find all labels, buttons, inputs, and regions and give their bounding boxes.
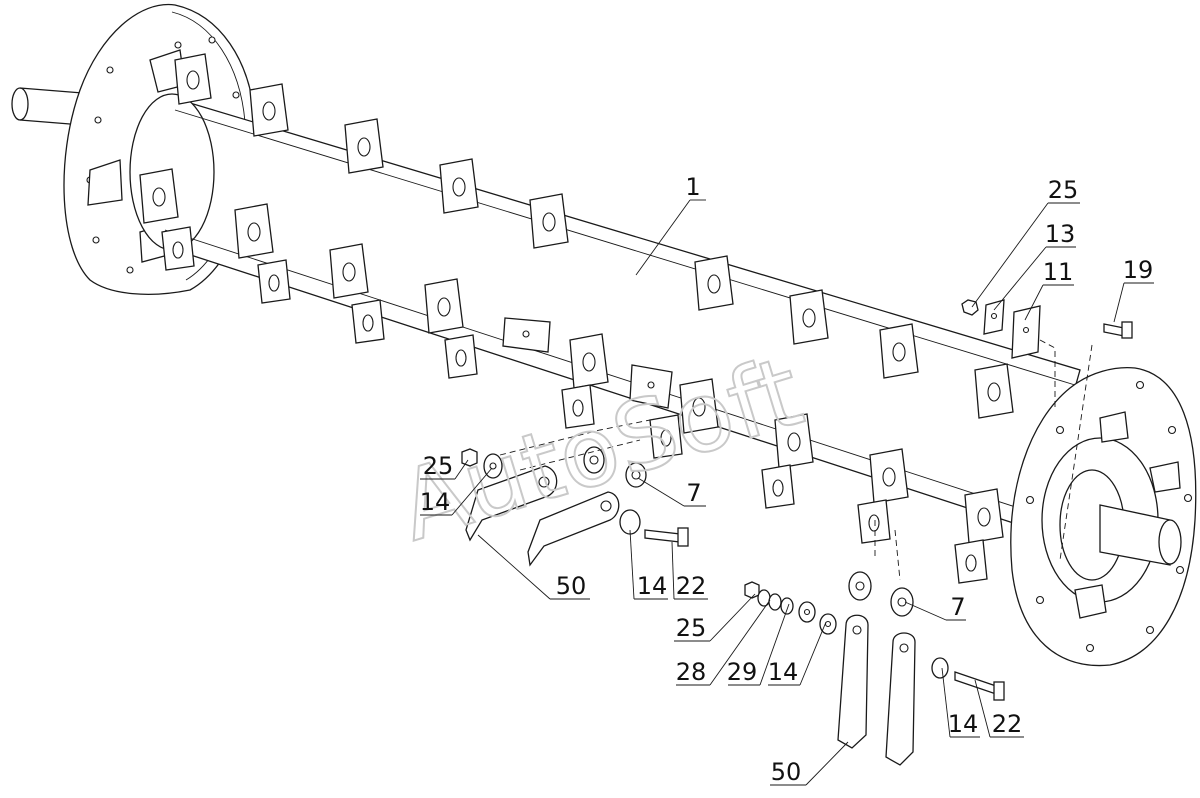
callout-label: 7 <box>686 479 701 507</box>
callout-label: 14 <box>420 488 451 516</box>
callout-label: 14 <box>948 710 979 738</box>
callout-label: 11 <box>1043 258 1074 286</box>
callout-c-50a: 50 <box>477 534 590 600</box>
callout-leader <box>629 529 635 600</box>
callout-c-11: 11 <box>1024 258 1074 321</box>
callout-leader <box>974 679 991 738</box>
callout-c-14d: 14 <box>941 667 980 738</box>
callout-c-25a: 25 <box>971 176 1080 308</box>
callout-label: 25 <box>676 614 707 642</box>
left-shaft <box>11 87 96 127</box>
callout-leader <box>671 541 675 600</box>
callout-label: 29 <box>727 658 758 686</box>
callout-label: 1 <box>685 173 700 201</box>
callout-leader <box>637 477 685 507</box>
callout-c-25c: 25 <box>674 593 756 642</box>
callout-c-14c: 14 <box>768 621 827 686</box>
callout-c-28: 28 <box>676 599 771 686</box>
callout-c-7b: 7 <box>904 593 966 621</box>
callout-leader <box>941 667 951 738</box>
callout-label: 22 <box>676 572 707 600</box>
callout-leader <box>1024 284 1044 321</box>
callout-c-14b: 14 <box>629 529 668 600</box>
lug-row-lower <box>161 226 988 584</box>
callout-label: 28 <box>676 658 707 686</box>
callout-c-25b: 25 <box>420 452 469 480</box>
right-shaft <box>1099 504 1182 566</box>
callout-leader <box>805 741 849 786</box>
callout-c-22b: 22 <box>974 679 1024 738</box>
callout-c-50b: 50 <box>770 741 849 786</box>
top-right-hardware <box>961 299 1133 561</box>
callout-c-19: 19 <box>1113 256 1154 323</box>
callouts: 1 25 13 11 19 25 14 7 50 14 22 25 7 28 29 14 14 22 50 <box>420 173 1154 786</box>
callout-label: 14 <box>768 658 799 686</box>
callout-leader <box>904 601 947 621</box>
lug-row-middle <box>139 168 1004 544</box>
drum-plates <box>502 317 673 409</box>
callout-c-22a: 22 <box>671 541 708 600</box>
callout-leader <box>709 599 771 686</box>
callout-leader <box>477 534 551 600</box>
callout-label: 25 <box>423 452 454 480</box>
callout-label: 7 <box>950 593 965 621</box>
callout-label: 25 <box>1048 176 1079 204</box>
callout-leader <box>993 246 1047 311</box>
callout-c-7a: 7 <box>637 477 706 507</box>
knife-group-left <box>461 419 689 567</box>
callout-leader <box>451 467 493 516</box>
callout-leader <box>1113 282 1125 323</box>
callout-label: 22 <box>992 710 1023 738</box>
callout-leader <box>799 621 827 686</box>
callout-label: 50 <box>771 758 802 786</box>
callout-c-14a: 14 <box>420 467 493 516</box>
callout-leader <box>709 593 756 642</box>
callout-leader <box>454 459 469 480</box>
callout-c-1: 1 <box>635 173 706 276</box>
callout-leader <box>971 202 1049 308</box>
callout-label: 14 <box>637 572 668 600</box>
callout-c-29: 29 <box>727 603 790 686</box>
callout-label: 13 <box>1045 220 1076 248</box>
callout-label: 50 <box>556 572 587 600</box>
callout-leader <box>759 603 790 686</box>
callout-leader <box>635 199 691 276</box>
callout-label: 19 <box>1123 256 1154 284</box>
callout-c-13: 13 <box>993 220 1076 311</box>
lug-row-upper <box>174 53 1014 419</box>
